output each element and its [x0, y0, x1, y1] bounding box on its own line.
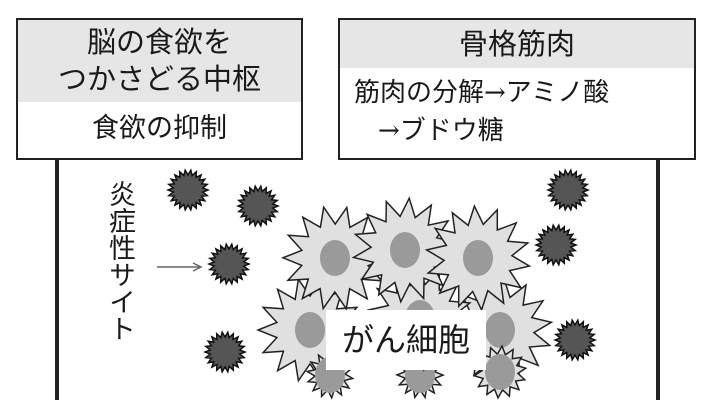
cell-nucleus [390, 232, 420, 268]
cytokine-label: 炎症性サイト [104, 180, 135, 342]
cell-nucleus [320, 240, 350, 276]
muscle-effect-line-2: →ブドウ糖 [378, 116, 504, 146]
cell-nucleus [485, 312, 515, 348]
cancer-cell [351, 196, 459, 304]
cytokine-particle [552, 318, 598, 362]
arrow-head-icon [192, 262, 203, 272]
cancer-cell [424, 204, 532, 312]
cytokine-particle [206, 242, 252, 286]
brain-center-header: 脳の食欲を つかさどる中枢 [18, 20, 301, 102]
cancer-cell [472, 344, 528, 400]
cancer-cell-label: がん細胞 [326, 310, 486, 370]
brain-title-line-1: 脳の食欲を [86, 25, 232, 59]
cell-nucleus [463, 240, 493, 276]
cytokine-particle [235, 184, 281, 228]
muscle-effect-line-1: 筋肉の分解→アミノ酸 [354, 78, 610, 108]
skeletal-muscle-box: 骨格筋肉 筋肉の分解→アミノ酸 →ブドウ糖 [338, 18, 696, 160]
cancer-cell [280, 205, 390, 311]
cytokine-particle [202, 330, 248, 374]
cytokine-particle [533, 223, 579, 267]
cell-nucleus [485, 354, 515, 390]
muscle-header: 骨格筋肉 [340, 20, 694, 68]
connector-line-left [55, 160, 59, 400]
brain-title-line-2: つかさどる中枢 [57, 62, 261, 96]
cell-nucleus [295, 312, 325, 348]
brain-center-box: 脳の食欲を つかさどる中枢 食欲の抑制 [16, 18, 303, 160]
cytokine-particle [545, 168, 591, 212]
cytokine-particle [165, 168, 211, 212]
connector-line-right [656, 160, 660, 400]
brain-effect: 食欲の抑制 [92, 113, 227, 144]
muscle-effect: 筋肉の分解→アミノ酸 →ブドウ糖 [340, 68, 694, 150]
